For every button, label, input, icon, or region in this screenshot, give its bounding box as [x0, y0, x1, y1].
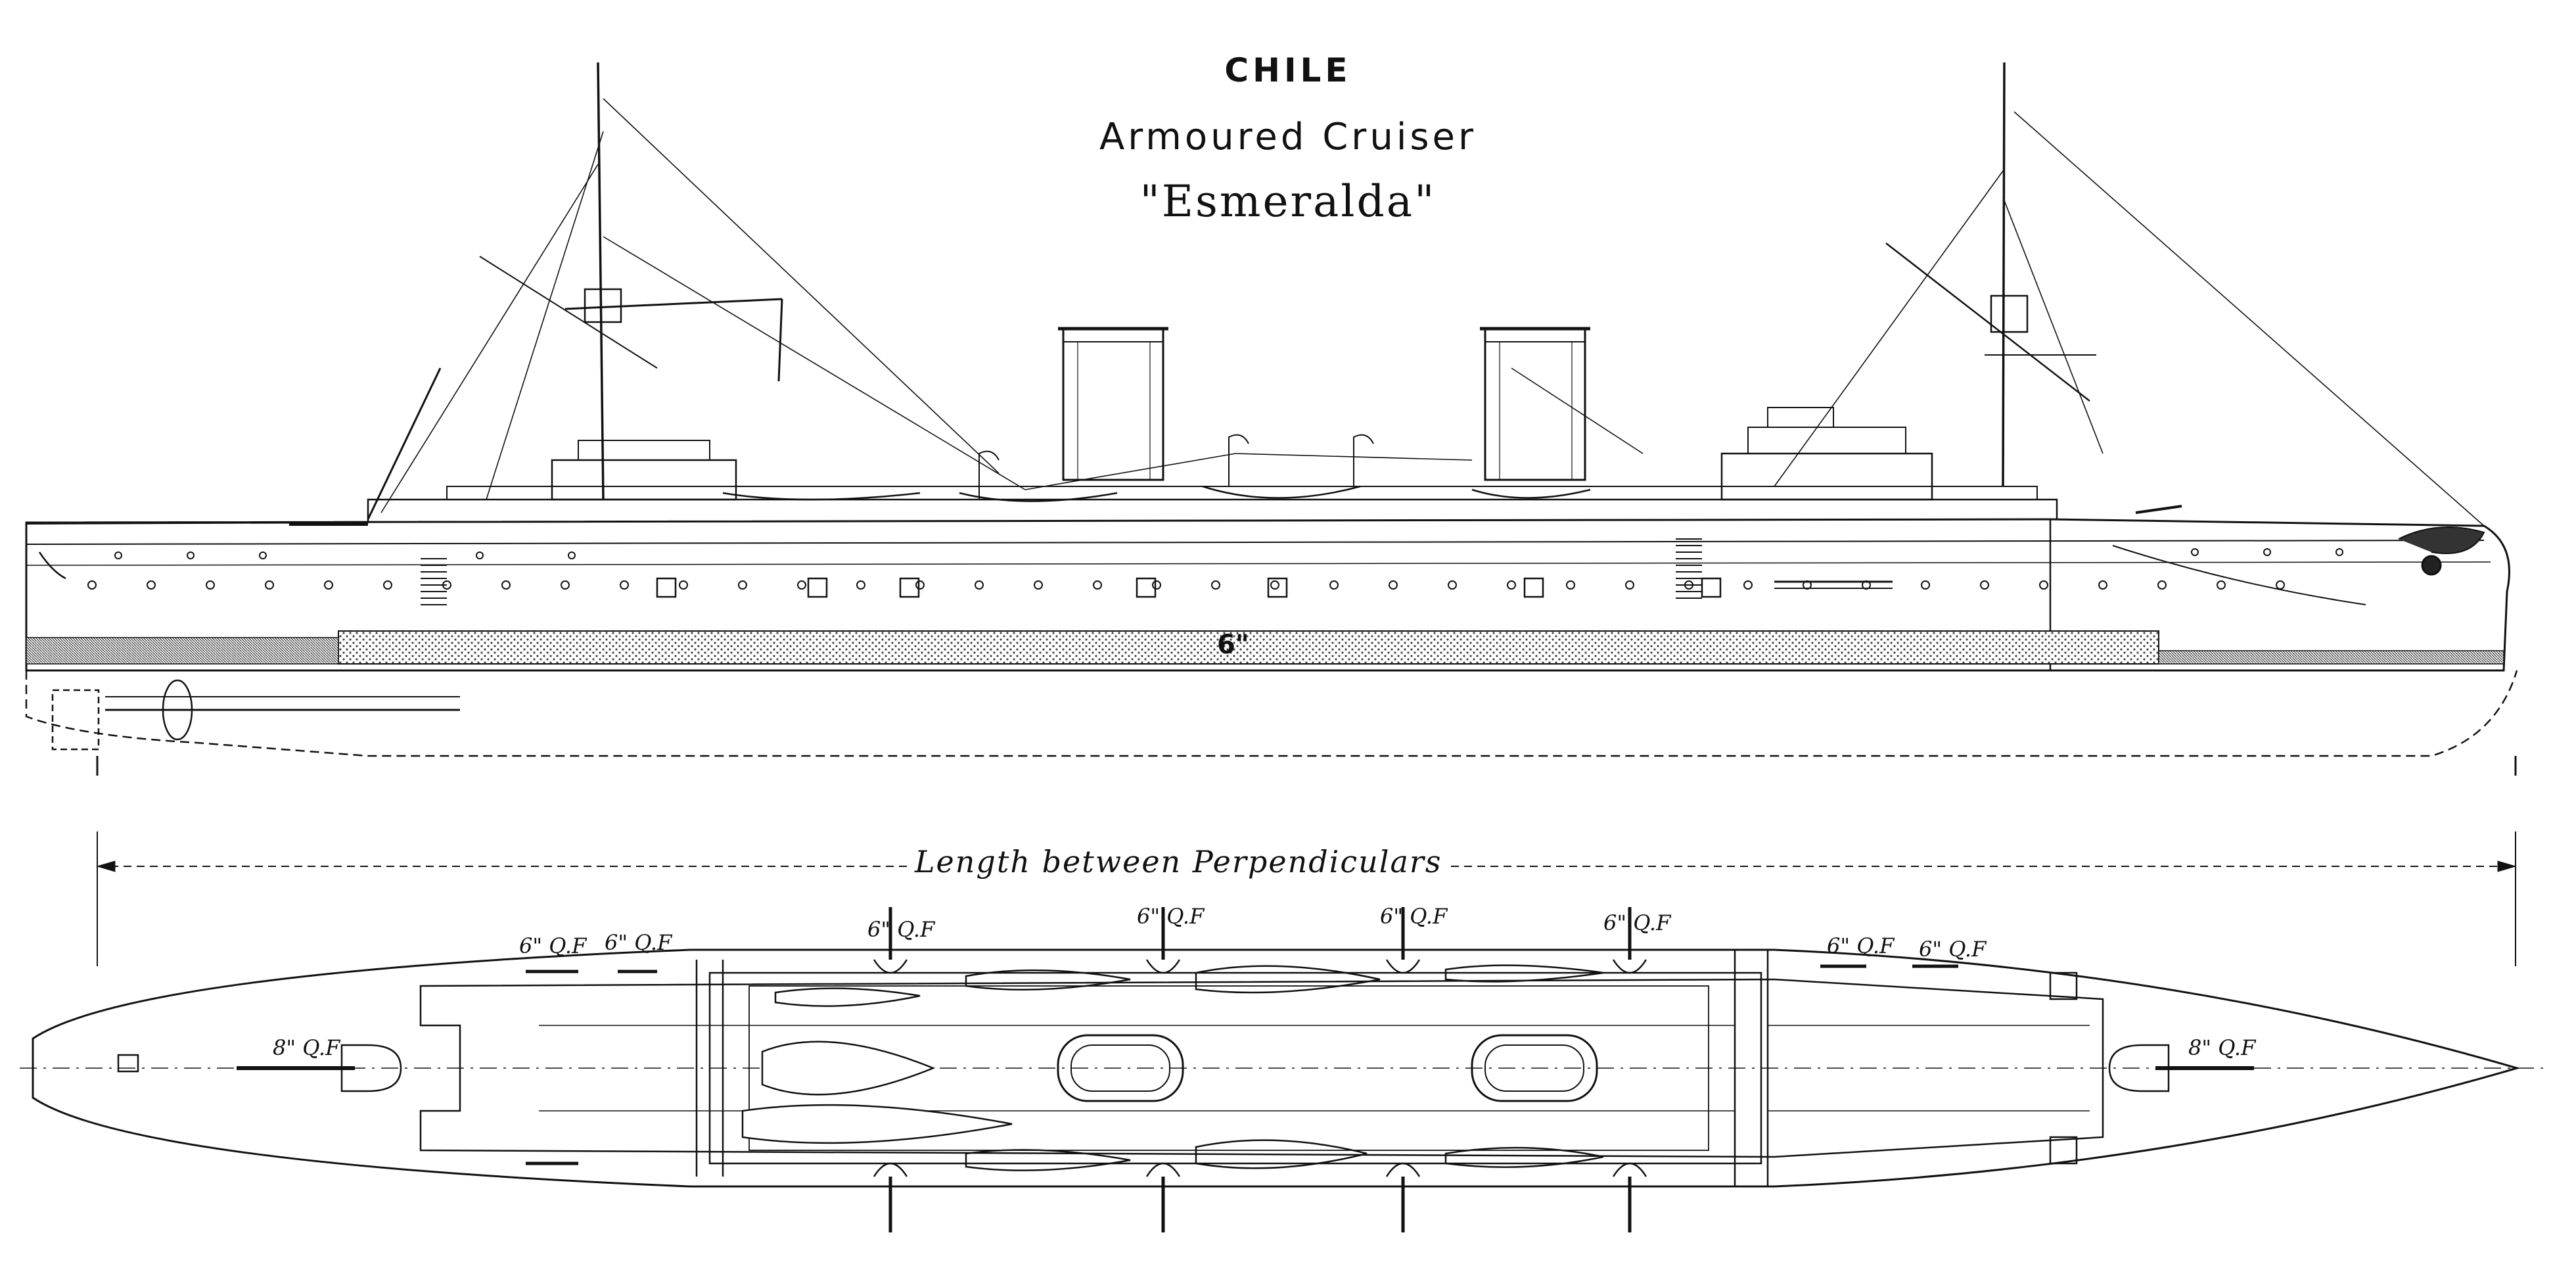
- gun-label-fwd-1: 6" Q.F: [1827, 933, 1895, 958]
- mast-fwd: [1885, 62, 2096, 487]
- gun-label-mid-2: 6" Q.F: [1137, 904, 1205, 929]
- funnel-aft: [1058, 327, 1168, 481]
- ship-type-title: Armoured Cruiser: [1099, 116, 1477, 158]
- armour-belt: [338, 630, 2159, 665]
- gun-label-mid-1: 6" Q.F: [867, 917, 935, 942]
- funnel-fwd: [1480, 327, 1590, 481]
- funnel-casing-aft: [1057, 1034, 1184, 1102]
- funnel-casing-fwd: [1471, 1034, 1598, 1102]
- gun-label-bow-8in: 8" Q.F: [2188, 1035, 2256, 1060]
- length-between-perpendiculars-label: Length between Perpendiculars: [907, 844, 1450, 879]
- gun-label-mid-3: 6" Q.F: [1380, 904, 1448, 929]
- gun-mount-aft-8in: [237, 1044, 402, 1092]
- scuttles-row: [87, 580, 2285, 590]
- broadside-guns-bottom: [526, 1161, 1632, 1232]
- mast-aft: [479, 62, 783, 500]
- gun-label-stern-8in: 8" Q.F: [273, 1035, 340, 1060]
- gun-label-mid-4: 6" Q.F: [1603, 910, 1671, 935]
- country-title: CHILE: [1224, 51, 1352, 89]
- gun-label-aft-2: 6" Q.F: [605, 930, 672, 955]
- gun-mount-fwd-8in: [2108, 1044, 2254, 1092]
- rigging: [367, 98, 2485, 527]
- belt-armour-label: 6": [1217, 630, 1249, 660]
- gun-label-aft-1: 6" Q.F: [519, 933, 587, 958]
- ship-name-title: "Esmeralda": [1139, 176, 1437, 227]
- gun-label-fwd-2: 6" Q.F: [1919, 937, 1987, 962]
- deck-plan: [20, 907, 2550, 1232]
- broadside-guns-top: [526, 907, 1958, 973]
- side-profile: [25, 62, 2518, 776]
- underwater-hull: [25, 670, 2518, 757]
